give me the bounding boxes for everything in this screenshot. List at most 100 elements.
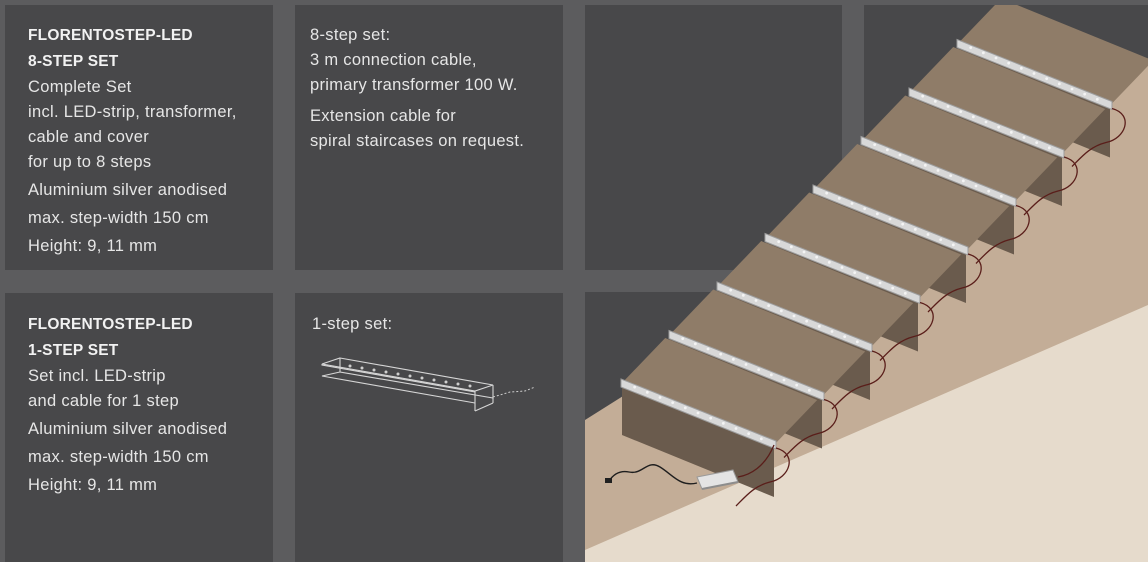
led-dot	[981, 51, 985, 55]
led-dot	[1009, 130, 1013, 134]
set8-info-line3: Extension cable for	[310, 107, 457, 125]
led-dot	[936, 169, 940, 172]
led-dot	[969, 46, 973, 50]
set1-width: max. step-width 150 cm	[28, 448, 209, 466]
staircase-illustration	[585, 5, 1148, 562]
led-dot	[744, 363, 748, 366]
led-dot	[994, 56, 998, 60]
led-dot	[789, 245, 793, 249]
power-cable	[608, 464, 698, 485]
step-cable	[975, 204, 1030, 264]
led-dot	[721, 421, 725, 425]
set1-height: Height: 9, 11 mm	[28, 476, 158, 494]
led-dot	[779, 309, 783, 313]
led-dot	[681, 337, 685, 341]
set1-info-label: 1-step set:	[312, 315, 393, 333]
set1-title-line1: FLORENTOSTEP-LED	[28, 316, 193, 333]
led-dot	[1095, 97, 1099, 101]
set1-title-line2: 1-STEP SET	[28, 342, 119, 359]
led-dot	[827, 260, 831, 264]
set8-width: max. step-width 150 cm	[28, 209, 209, 227]
led-dot	[911, 158, 915, 162]
led-dot	[633, 385, 637, 389]
led-dot	[706, 347, 710, 351]
led-dot	[913, 227, 917, 231]
led-dot	[777, 240, 781, 244]
set1-desc2: and cable for 1 step	[28, 392, 179, 410]
led-dot	[959, 110, 963, 114]
step-riser	[622, 385, 774, 497]
led-dot	[898, 153, 902, 157]
led-dot	[1047, 146, 1051, 150]
led-dot	[729, 288, 733, 292]
led-dot	[734, 427, 738, 430]
led-dot	[792, 314, 796, 318]
step-cable	[927, 253, 982, 313]
led-dot	[767, 304, 771, 308]
led-dot	[850, 202, 854, 205]
led-dot	[984, 120, 988, 124]
led-dot	[878, 281, 882, 285]
step-tread	[958, 5, 1148, 106]
set8-desc4: for up to 8 steps	[28, 153, 152, 171]
led-dot	[769, 373, 773, 377]
led-dot	[757, 368, 761, 372]
step-tread	[814, 144, 1010, 251]
led-dot	[873, 143, 877, 147]
led-dot	[946, 105, 950, 108]
led-dot	[645, 390, 649, 394]
set8-desc2: incl. LED-strip, transformer,	[28, 103, 237, 121]
led-dot	[696, 411, 700, 415]
step-cable	[783, 398, 838, 458]
led-dot	[837, 196, 841, 200]
step-tread	[862, 95, 1058, 203]
led-dot	[1035, 141, 1039, 145]
led-dot	[961, 179, 965, 183]
led-dot	[853, 271, 857, 275]
led-dot	[921, 94, 925, 98]
led-dot	[683, 406, 687, 410]
set1-finish: Aluminium silver anodised	[28, 420, 228, 438]
led-dot	[863, 207, 867, 211]
step-tread	[766, 192, 962, 300]
led-dot	[795, 383, 799, 387]
step-tread	[910, 47, 1106, 154]
led-dot	[802, 250, 806, 254]
led-dot	[865, 276, 869, 280]
led-dot	[997, 125, 1001, 129]
led-dot	[709, 416, 713, 420]
led-dot	[891, 286, 895, 290]
led-dot	[855, 340, 859, 344]
step-tread	[718, 241, 914, 348]
set8-desc1: Complete Set	[28, 78, 132, 96]
led-dot	[951, 243, 955, 247]
steps-group	[620, 5, 1148, 497]
set1-panel: FLORENTOSTEP-LED 1-STEP SET Set incl. LE…	[5, 293, 273, 562]
set8-info-line1: 3 m connection cable,	[310, 51, 477, 69]
led-dot	[901, 222, 905, 226]
led-dot	[1022, 136, 1026, 139]
cables-group	[735, 107, 1126, 507]
set8-title-line1: FLORENTOSTEP-LED	[28, 27, 193, 44]
led-dot	[875, 212, 879, 216]
led-dot	[747, 432, 751, 436]
led-dot	[754, 299, 758, 302]
led-dot	[658, 396, 662, 399]
main-cable	[737, 444, 775, 478]
led-dot	[807, 388, 811, 392]
led-dot	[926, 233, 930, 236]
led-dot	[903, 291, 907, 295]
led-dot	[843, 335, 847, 339]
led-dot	[1083, 92, 1087, 96]
step-tread	[670, 289, 866, 397]
set8-title-line2: 8-STEP SET	[28, 53, 119, 70]
led-dot	[741, 293, 745, 297]
set8-info-label: 8-step set:	[310, 26, 391, 44]
staircase-floor	[585, 305, 1148, 562]
step-cable	[879, 301, 934, 361]
transformer-box	[696, 469, 739, 490]
led-dot	[830, 330, 834, 333]
set8-desc3: cable and cover	[28, 128, 149, 146]
led-dot	[888, 217, 892, 221]
set1-info-panel: 1-step set:	[295, 293, 563, 562]
